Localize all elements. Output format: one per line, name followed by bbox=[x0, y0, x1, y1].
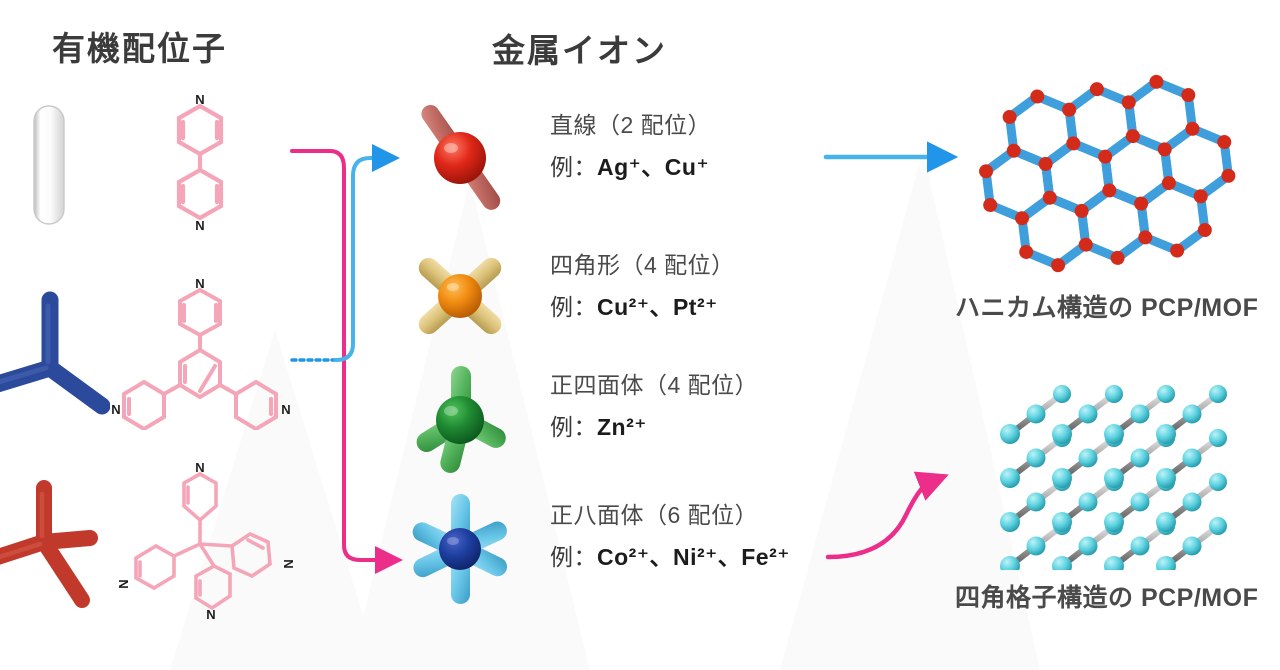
tripyridylbenzene-molecule-icon: N N N bbox=[100, 276, 300, 432]
metal-ion-entry: 直線（2 配位） 例：Ag⁺、Cu⁺ bbox=[404, 100, 874, 220]
svg-text:N: N bbox=[206, 607, 215, 622]
svg-text:N: N bbox=[195, 218, 204, 232]
cubic-lattice-framework-icon bbox=[1000, 376, 1232, 576]
tetrapyridylmethane-molecule-icon: N N N N bbox=[108, 460, 308, 622]
tripodal-ligand-rod-icon bbox=[0, 272, 111, 432]
svg-text:N: N bbox=[281, 402, 290, 417]
metal-ion-description: 正四面体（4 配位） 例：Zn²⁺ bbox=[550, 366, 880, 442]
example-values: Zn²⁺ bbox=[597, 414, 647, 440]
square-planar-metal-node-icon bbox=[404, 240, 516, 358]
honeycomb-framework-icon bbox=[958, 68, 1280, 290]
svg-text:N: N bbox=[195, 92, 204, 107]
example-values: Cu²⁺、Pt²⁺ bbox=[597, 294, 718, 320]
metal-geometry-label: 正四面体（4 配位） bbox=[550, 372, 759, 398]
metal-ion-entry: 四角形（4 配位） 例：Cu²⁺、Pt²⁺ bbox=[404, 240, 874, 360]
metal-ion-description: 直線（2 配位） 例：Ag⁺、Cu⁺ bbox=[550, 106, 880, 182]
arrow-ligand-to-linear-metal bbox=[334, 144, 400, 362]
svg-text:N: N bbox=[111, 402, 120, 417]
metal-geometry-label: 直線（2 配位） bbox=[550, 112, 712, 138]
example-prefix: 例： bbox=[550, 544, 597, 570]
organic-ligand-heading: 有機配位子 bbox=[52, 30, 227, 67]
tetrahedral-metal-node-icon bbox=[404, 360, 516, 478]
metal-geometry-label: 四角形（4 配位） bbox=[550, 252, 735, 278]
svg-text:N: N bbox=[195, 462, 204, 475]
metal-ion-description: 正八面体（6 配位） 例：Co²⁺、Ni²⁺、Fe²⁺ bbox=[550, 496, 880, 572]
bipyridine-molecule-icon: N N bbox=[130, 92, 270, 233]
metal-geometry-label: 正八面体（6 配位） bbox=[550, 502, 759, 528]
example-prefix: 例： bbox=[550, 294, 597, 320]
svg-text:N: N bbox=[281, 559, 296, 568]
metal-example-label: 例：Zn²⁺ bbox=[550, 408, 880, 442]
metal-example-label: 例：Cu²⁺、Pt²⁺ bbox=[550, 288, 880, 322]
metal-ion-description: 四角形（4 配位） 例：Cu²⁺、Pt²⁺ bbox=[550, 246, 880, 322]
octahedral-metal-node-icon bbox=[404, 490, 516, 608]
metal-ion-entry: 正八面体（6 配位） 例：Co²⁺、Ni²⁺、Fe²⁺ bbox=[404, 490, 874, 610]
metal-ion-entry: 正四面体（4 配位） 例：Zn²⁺ bbox=[404, 360, 874, 480]
linear-ligand-rod-icon bbox=[20, 100, 82, 230]
metal-example-label: 例：Co²⁺、Ni²⁺、Fe²⁺ bbox=[550, 538, 880, 572]
example-values: Co²⁺、Ni²⁺、Fe²⁺ bbox=[597, 544, 790, 570]
square-lattice-product-label: 四角格子構造の PCP/MOF bbox=[955, 584, 1259, 612]
example-values: Ag⁺、Cu⁺ bbox=[597, 154, 710, 180]
metal-example-label: 例：Ag⁺、Cu⁺ bbox=[550, 148, 880, 182]
linear-metal-node-icon bbox=[404, 100, 516, 218]
svg-text:N: N bbox=[116, 579, 131, 588]
example-prefix: 例： bbox=[550, 414, 597, 440]
tetrapodal-ligand-rod-icon bbox=[0, 478, 108, 610]
example-prefix: 例： bbox=[550, 154, 597, 180]
honeycomb-product-label: ハニカム構造の PCP/MOF bbox=[955, 294, 1259, 322]
svg-text:N: N bbox=[195, 278, 204, 291]
metal-ion-heading: 金属イオン bbox=[492, 32, 667, 69]
